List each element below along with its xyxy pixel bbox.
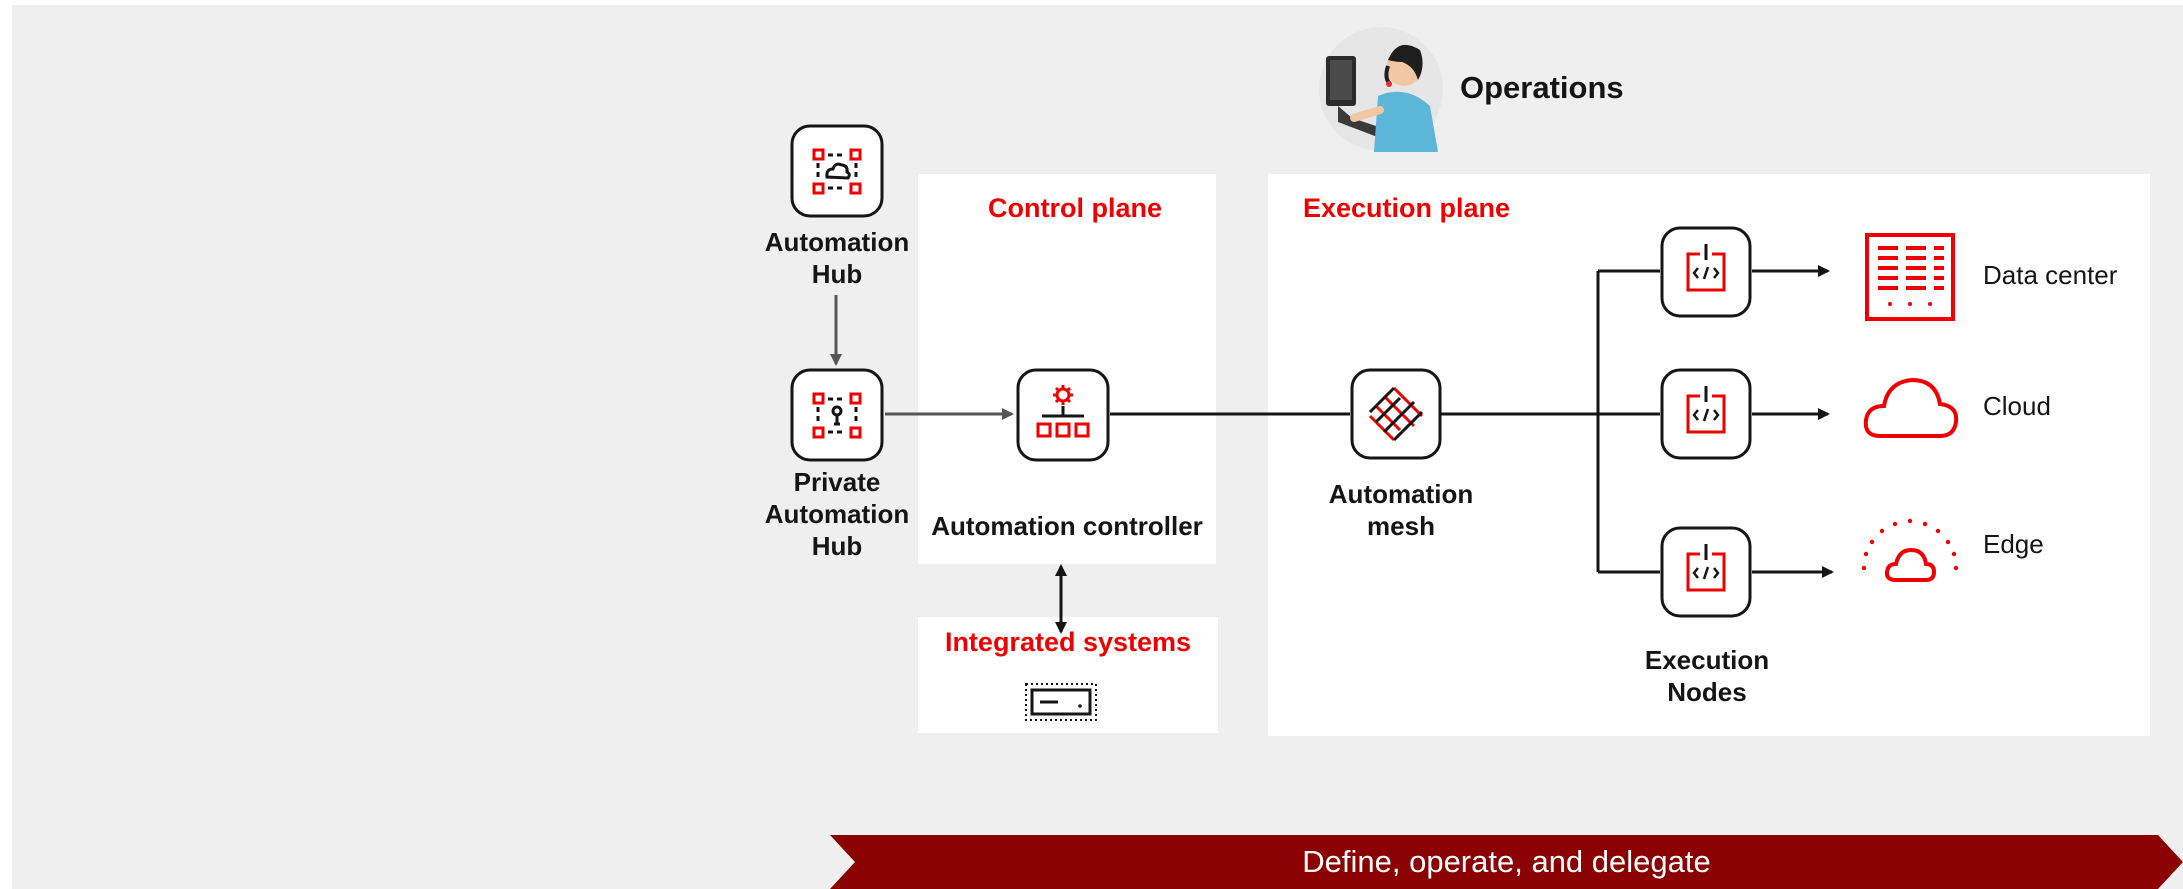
banner-text: Define, operate, and delegate xyxy=(1302,844,1711,879)
operator-avatar-icon xyxy=(1319,27,1443,152)
automation-mesh-icon xyxy=(1350,368,1442,460)
target-label-data-center: Data center xyxy=(1983,260,2118,290)
target-label-cloud: Cloud xyxy=(1983,391,2051,421)
private-automation-hub-label: Private Automation Hub xyxy=(764,467,910,561)
automation-hub-label: Automation Hub xyxy=(764,227,910,289)
automation-controller-label: Automation controller xyxy=(931,511,1203,541)
target-label-edge: Edge xyxy=(1983,529,2044,559)
integrated-systems-title: Integrated systems xyxy=(944,627,1192,657)
execution-node-icon xyxy=(1660,368,1752,460)
cloud-icon xyxy=(1863,377,1959,438)
execution-node-icon xyxy=(1660,226,1752,318)
automation-mesh-label: Automation mesh xyxy=(1328,479,1474,541)
control-plane-title: Control plane xyxy=(988,193,1162,223)
edge-icon xyxy=(1861,518,1959,582)
automation-hub-icon xyxy=(790,124,884,218)
execution-node-icon xyxy=(1660,526,1752,618)
automation-controller-icon xyxy=(1016,368,1110,462)
integrated-systems-icon xyxy=(1025,683,1097,721)
operations-title: Operations xyxy=(1460,70,1624,105)
private-automation-hub-icon xyxy=(790,368,884,462)
banner-arrow-shape xyxy=(830,835,2183,889)
execution-nodes-label: Execution Nodes xyxy=(1644,645,1770,707)
execution-plane-title: Execution plane xyxy=(1303,193,1511,223)
data-center-icon xyxy=(1865,233,1955,321)
